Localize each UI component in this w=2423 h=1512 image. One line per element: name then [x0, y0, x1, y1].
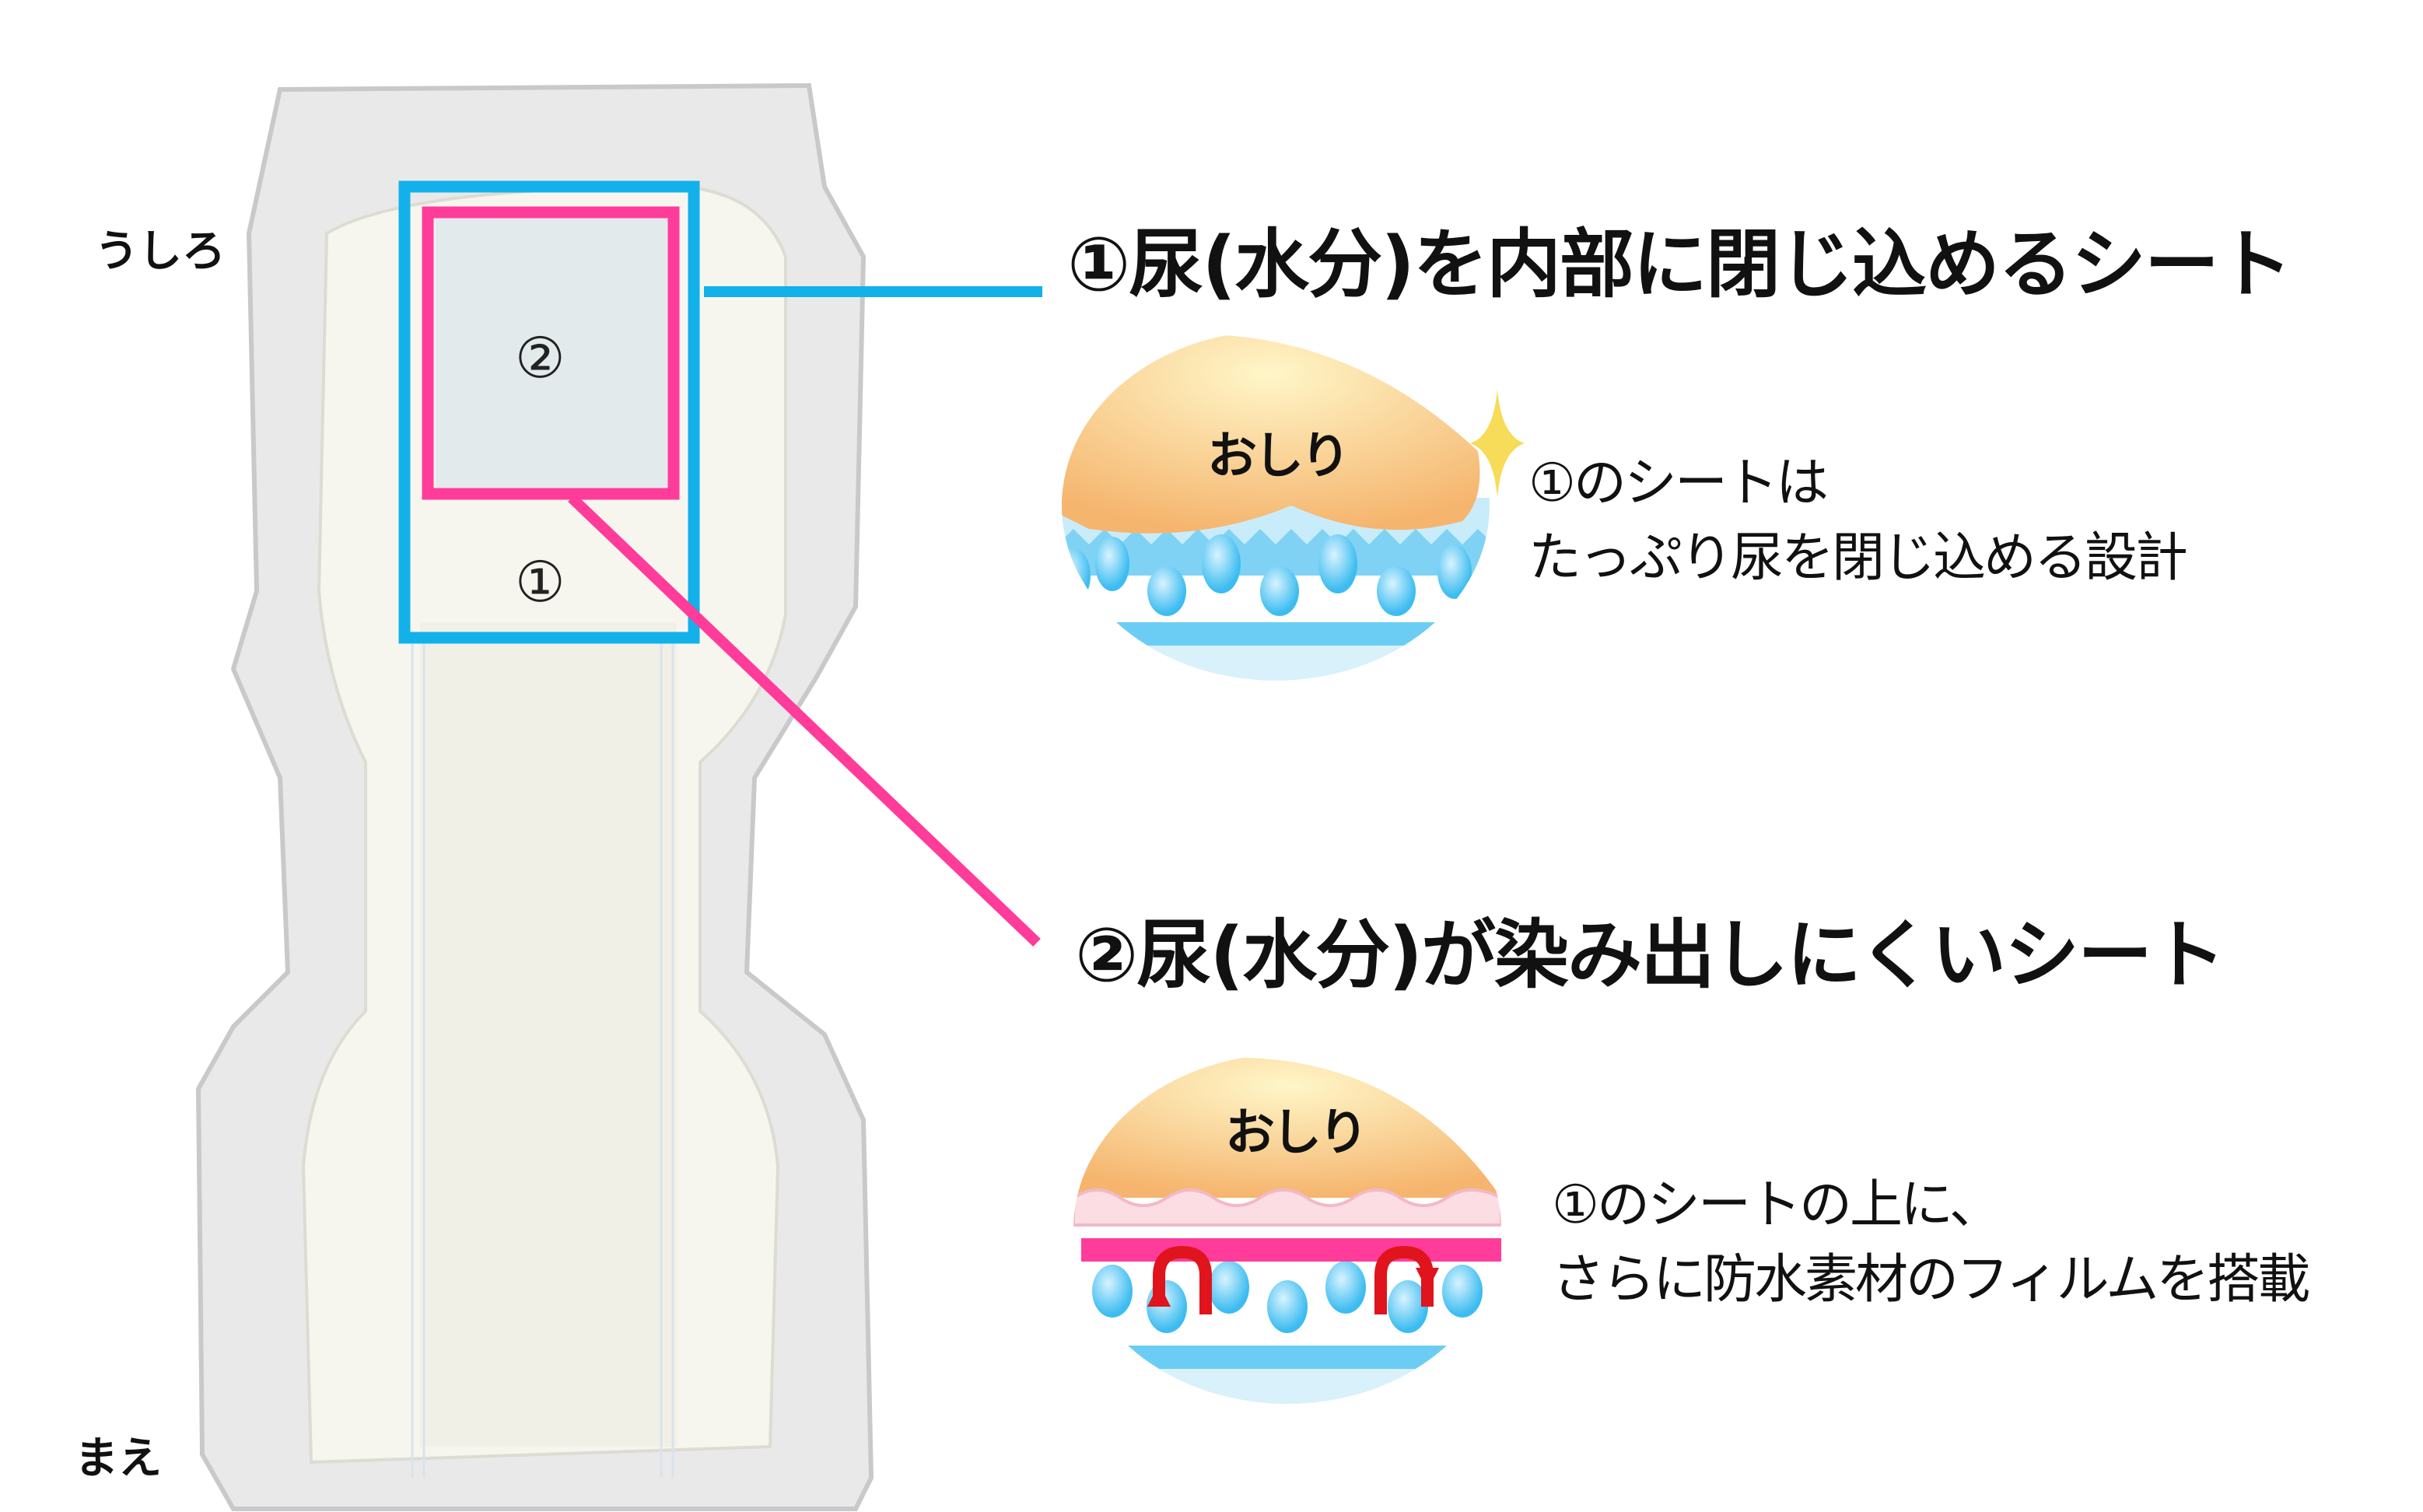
marker-1: ①: [515, 549, 565, 614]
section-1-description-line-1: ①のシートは: [1528, 453, 1829, 514]
marker-2: ②: [515, 325, 565, 390]
blocked-arrow-icon-left: [1153, 1245, 1212, 1314]
back-label: うしろ: [95, 226, 226, 277]
illustration-1: [1062, 331, 1490, 681]
sheet-2-highlight: [422, 206, 680, 500]
section-2-description-line-2: さらに防水素材のフィルムを搭載: [1552, 1249, 2310, 1311]
section-2-description-line-1: ①のシートの上に、: [1552, 1174, 2002, 1236]
section-2-title: ②尿(水分)が染み出しにくいシート: [1075, 912, 2225, 999]
section-2-illustration-label: おしり: [1225, 1104, 1368, 1162]
sheet-2-leader-line: [568, 493, 1041, 947]
waterproof-film: [1081, 1238, 1501, 1262]
sheet-1-highlight: [398, 180, 700, 644]
pad-photo: [195, 82, 874, 1511]
section-1-description-line-2: たっぷり尿を閉じ込める設計: [1528, 527, 2188, 589]
sparkle-icon: [1470, 389, 1525, 498]
section-1-illustration-label: おしり: [1207, 428, 1350, 485]
illustration-2: [1073, 1054, 1501, 1404]
section-1-title: ①尿(水分)を内部に閉じ込めるシート: [1067, 221, 2292, 308]
front-label: まえ: [75, 1433, 162, 1484]
blocked-arrow-icon-right: [1374, 1245, 1434, 1314]
